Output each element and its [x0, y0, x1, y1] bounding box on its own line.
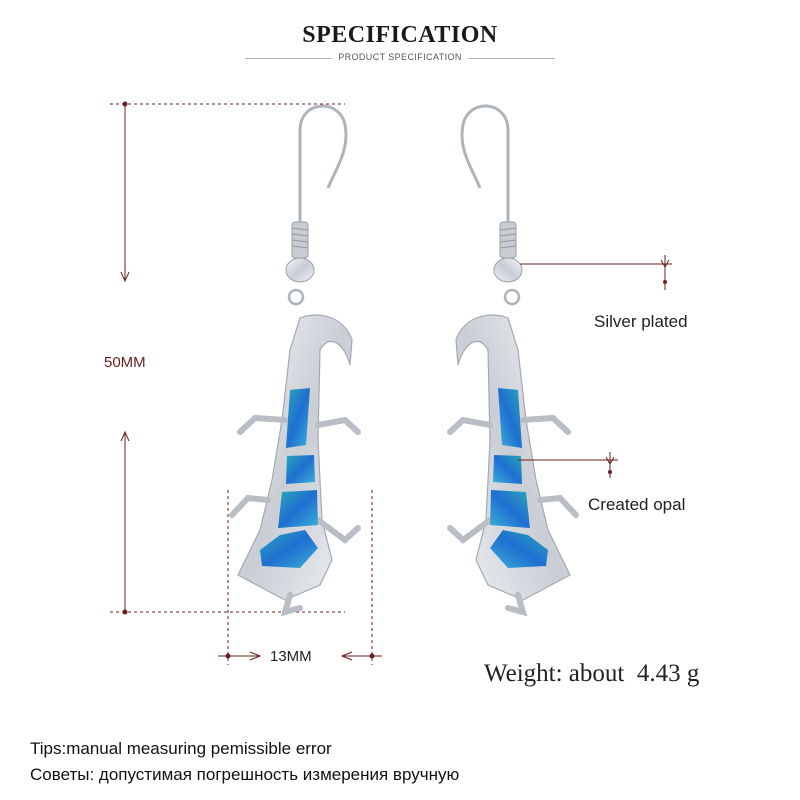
silver-plated-label: Silver plated	[594, 312, 688, 331]
silver-callout-line	[520, 255, 672, 290]
earring-lizard-right	[447, 104, 579, 617]
subtitle-bar: PRODUCT SPECIFICATION	[0, 52, 800, 66]
tip-english: Tips:manual measuring pemissible error	[30, 739, 332, 758]
page-title: SPECIFICATION	[302, 22, 498, 48]
weight-value: 4.43 g	[636, 660, 700, 687]
width-label: 13MM	[270, 648, 312, 665]
weight-info: Weight: about 4.43 g	[484, 660, 699, 688]
tip-russian: Советы: допустимая погрешность измерения…	[30, 765, 460, 784]
opal-callout-line	[518, 452, 618, 478]
earring-lizard-left	[229, 104, 361, 617]
page-subtitle: PRODUCT SPECIFICATION	[0, 52, 800, 62]
height-dimension	[110, 101, 345, 615]
created-opal-label: Created opal	[588, 495, 686, 514]
weight-label: Weight: about	[484, 660, 625, 687]
subtitle-text: PRODUCT SPECIFICATION	[332, 52, 468, 62]
width-dimension	[218, 490, 382, 665]
height-label: 50MM	[104, 354, 146, 371]
